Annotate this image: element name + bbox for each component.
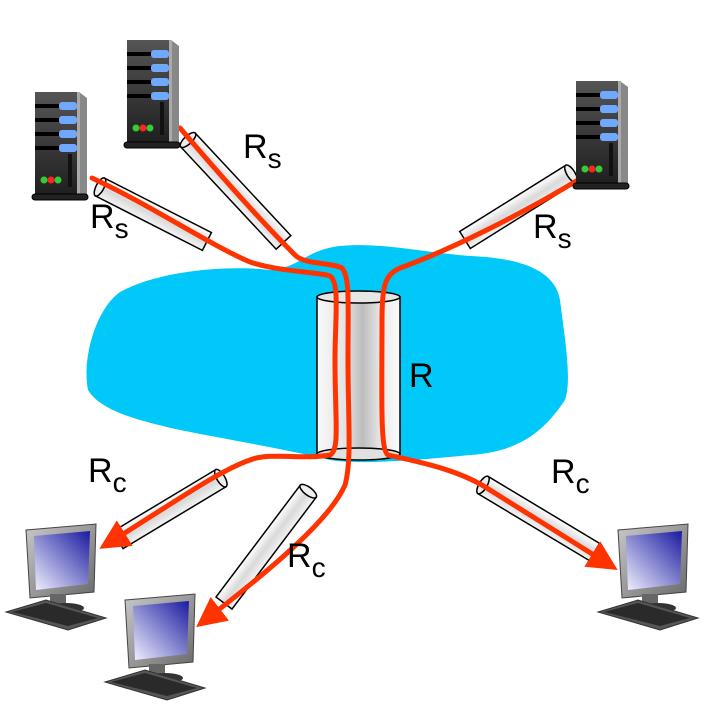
computer-icon-1 <box>5 523 107 631</box>
label-server-link-3: Rs <box>533 208 572 254</box>
label-server-link-2: Rs <box>243 128 282 174</box>
computer-icon-2 <box>104 593 206 701</box>
server-icon-1 <box>31 91 89 201</box>
label-client-link-3: Rc <box>551 453 590 499</box>
flow-server-3 <box>379 177 618 570</box>
server-icon-2 <box>123 39 181 149</box>
computer-icon-3 <box>597 523 699 631</box>
label-client-link-1: Rc <box>88 452 127 498</box>
flow-server-2 <box>177 125 352 628</box>
label-server-link-1: Rs <box>90 198 129 244</box>
server-icon-3 <box>572 80 630 190</box>
shared-link-cylinder <box>316 290 401 461</box>
flow-server-1 <box>89 175 339 549</box>
label-shared-link: R <box>409 357 434 395</box>
label-client-link-2: Rc <box>287 537 326 583</box>
